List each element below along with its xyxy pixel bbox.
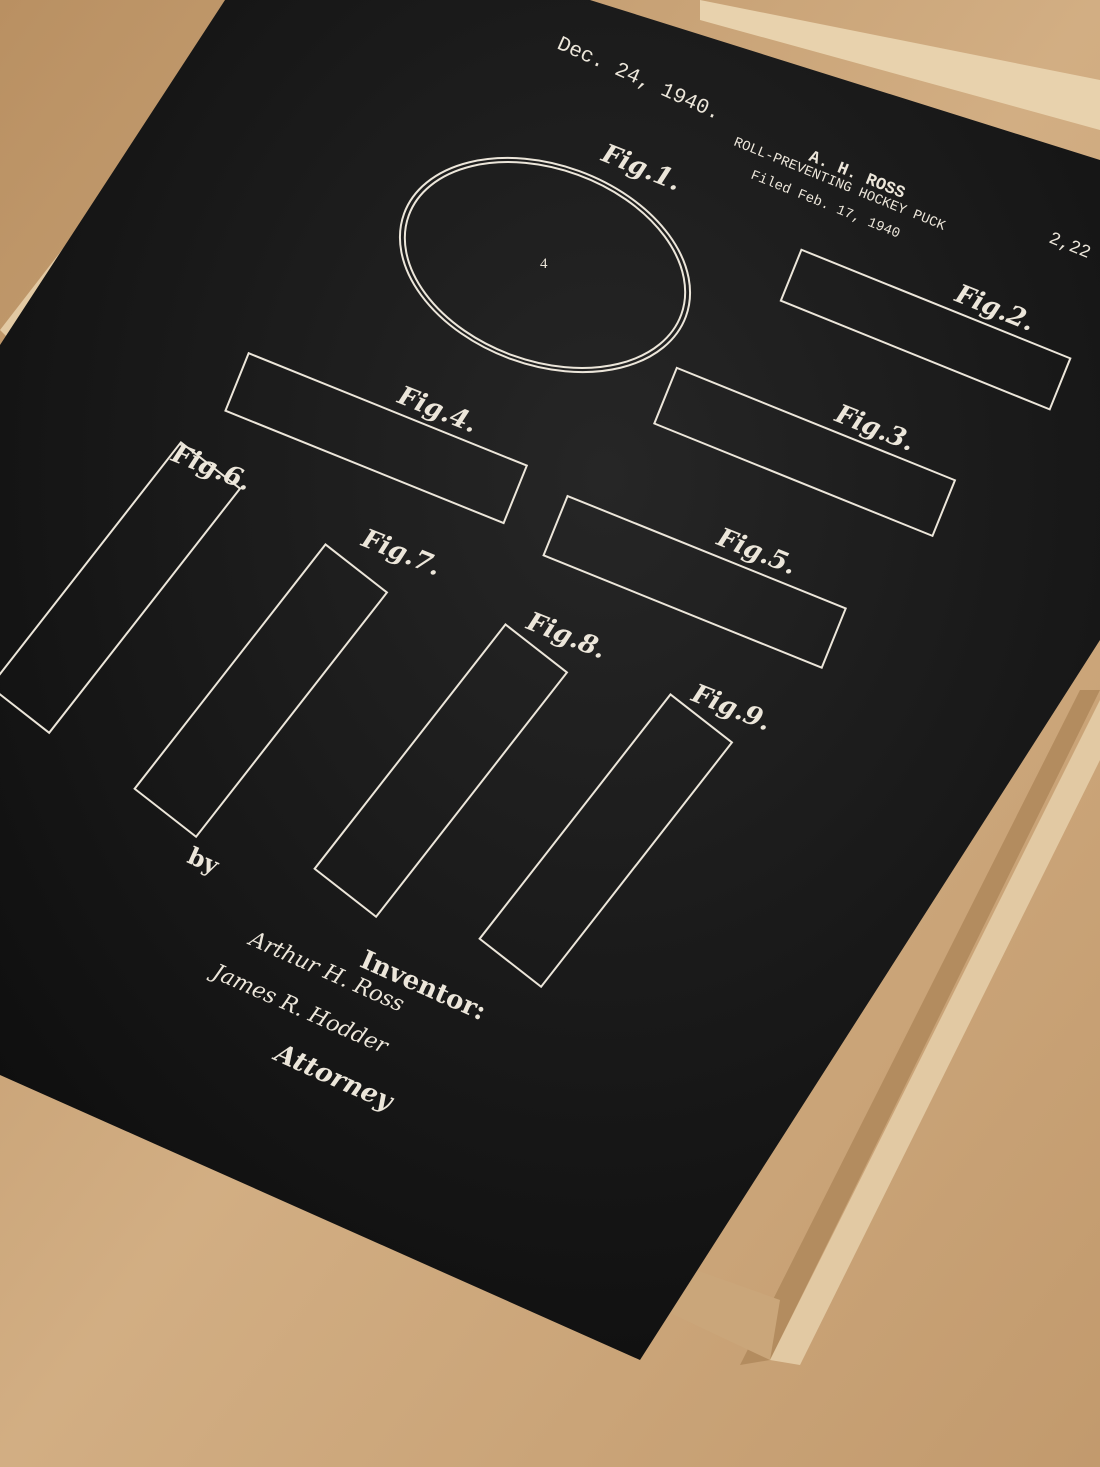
patent-poster (0, 0, 1100, 1360)
figure-7 (133, 543, 389, 839)
svg-text:4: 4 (540, 256, 548, 272)
figure-8 (313, 623, 569, 919)
figure-9 (478, 693, 734, 989)
figure-6 (0, 440, 242, 735)
